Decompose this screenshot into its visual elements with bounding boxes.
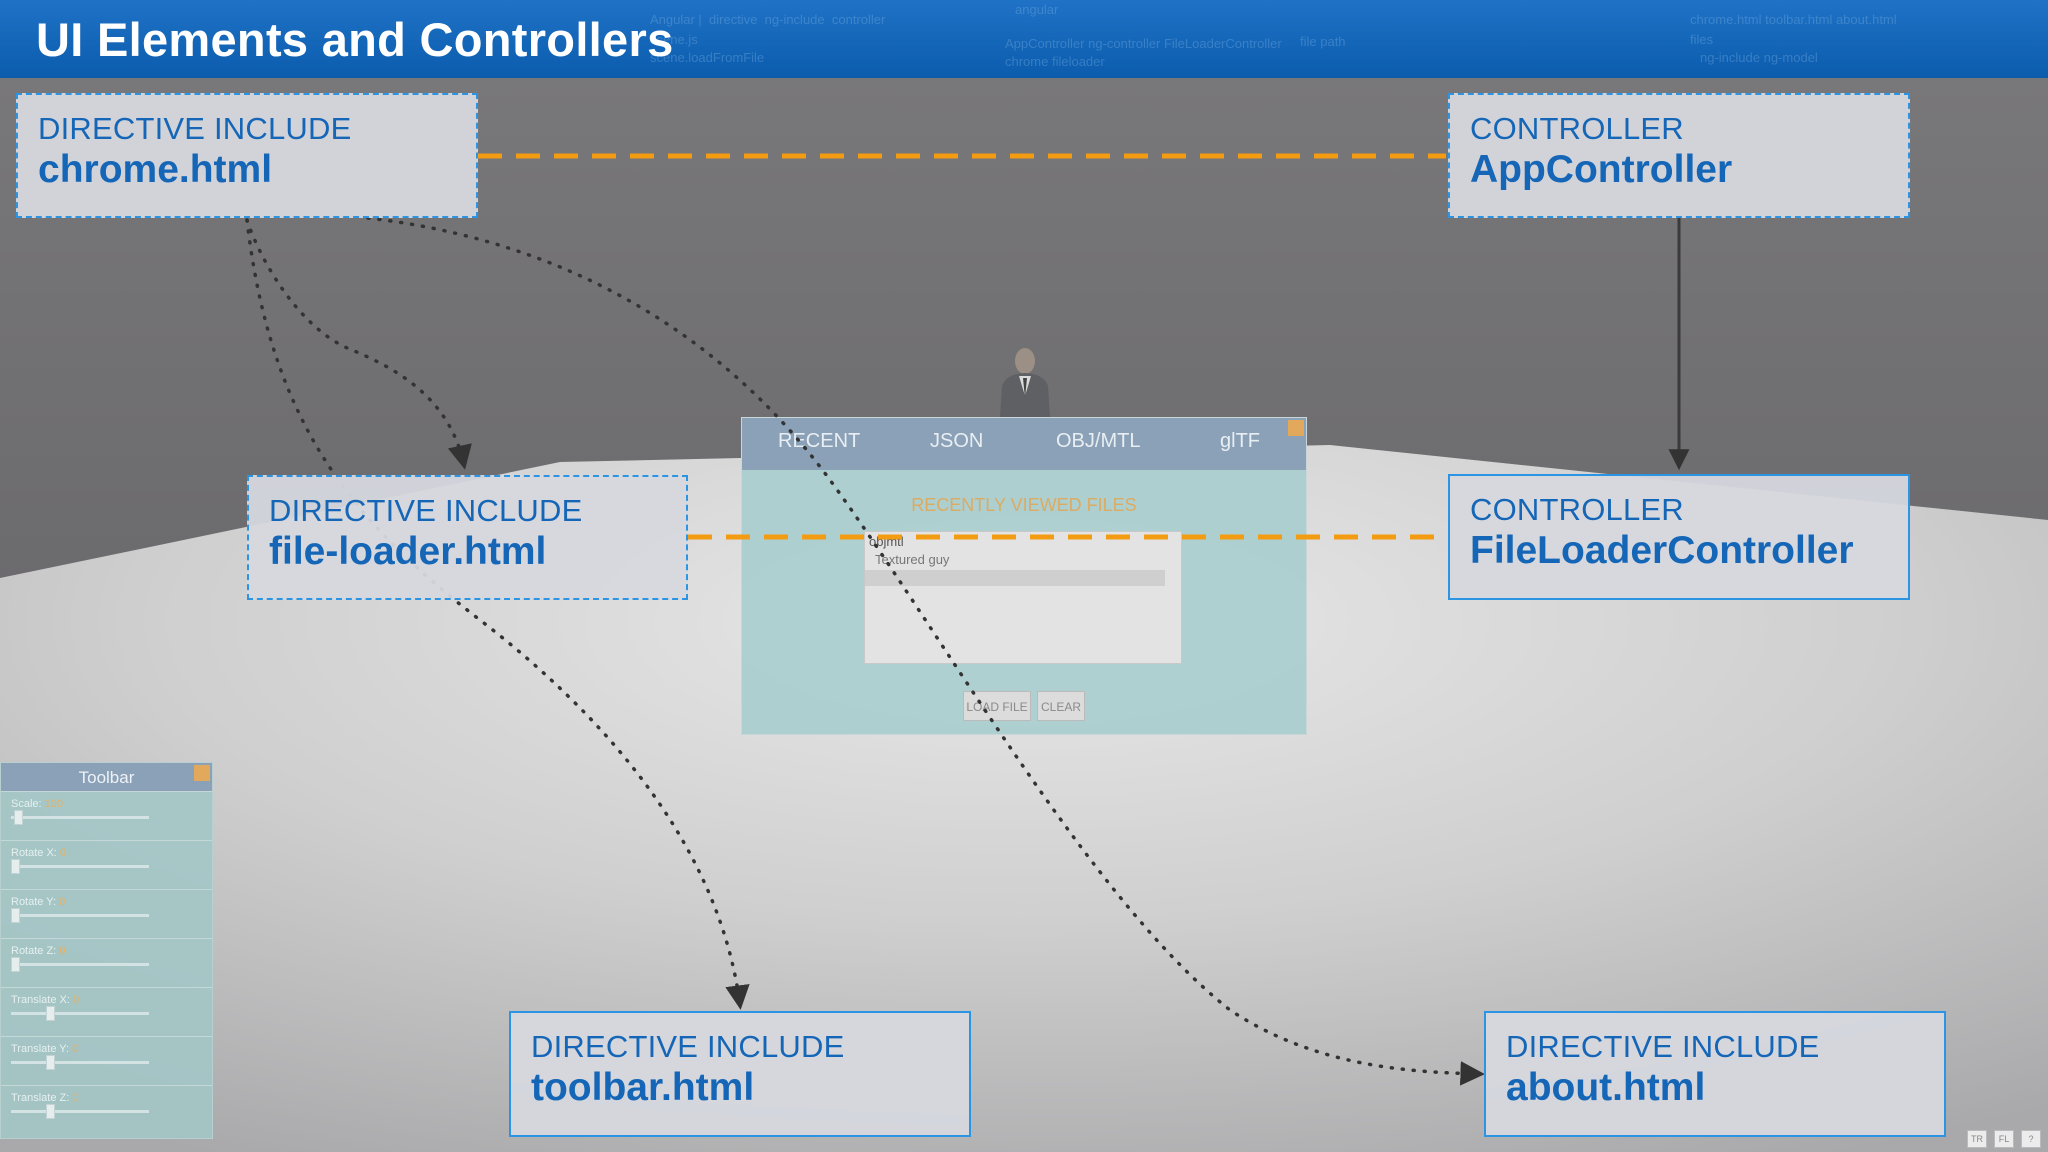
slider-label-text: Rotate X: [11,847,57,859]
slider-value: 0 [59,945,66,957]
box-name-label: chrome.html [38,148,273,191]
slider-thumb[interactable] [45,1055,55,1070]
toolbar-slider-row: Rotate X: 0 [1,840,212,889]
ghost-text: scene.js [650,32,698,47]
box-kind-label: CONTROLLER [1470,111,1684,146]
toolbar-slider-row: Rotate Z: 0 [1,938,212,987]
box-name-label: file-loader.html [269,530,547,573]
tab-obj-mtl[interactable]: OBJ/MTL [1056,430,1141,452]
slider-thumb[interactable] [45,1104,55,1119]
ghost-text: AppController ng-controller FileLoaderCo… [1005,36,1282,51]
slider-label: Rotate Z: 0 [11,945,65,957]
ghost-text: scene.loadFromFile [650,50,765,65]
ghost-text: angular [1015,2,1059,17]
ghost-text: ng-include ng-model [1700,50,1818,65]
slider-label: Scale: 100 [11,798,63,810]
file-loader-tabs: RECENT JSON OBJ/MTL glTF [742,418,1306,470]
toolbar-title: Toolbar [78,768,135,787]
slider-track[interactable] [11,963,149,966]
selected-row-highlight [865,570,1165,586]
corner-button[interactable]: TR [1967,1130,1987,1148]
toolbar-slider-row: Rotate Y: 0 [1,889,212,938]
slider-value: 0 [59,847,67,859]
box-file-loader-controller: CONTROLLER FileLoaderController [1448,474,1910,600]
slider-label-text: Scale: [11,798,42,810]
slider-track[interactable] [11,1110,149,1113]
slider-label: Translate Y: 0 [11,1043,78,1055]
slider-track[interactable] [11,816,149,819]
slide-title: UI Elements and Controllers [36,13,674,66]
human-figure-model [1000,348,1050,418]
box-kind-label: DIRECTIVE INCLUDE [1506,1029,1820,1064]
tab-gltf[interactable]: glTF [1220,430,1260,452]
slider-label: Translate Z: 0 [11,1092,78,1104]
box-name-label: FileLoaderController [1470,529,1854,572]
ghost-text: chrome.html toolbar.html about.html [1690,12,1897,27]
slider-value: 0 [72,1043,79,1055]
box-app-controller: CONTROLLER AppController [1448,93,1910,218]
slider-label-text: Translate Z: [11,1092,70,1104]
slider-track[interactable] [11,914,149,917]
box-kind-label: CONTROLLER [1470,492,1684,527]
slider-label-text: Rotate Y: [11,896,57,908]
tab-json[interactable]: JSON [930,430,984,452]
slider-track[interactable] [11,865,149,868]
box-kind-label: DIRECTIVE INCLUDE [38,111,352,146]
box-about-directive: DIRECTIVE INCLUDE about.html [1484,1011,1946,1137]
ghost-text: chrome fileloader [1005,54,1105,69]
slider-thumb[interactable] [11,908,20,923]
slider-track[interactable] [11,1061,149,1064]
slider-value: 0 [72,1092,79,1104]
ghost-text: file path [1300,34,1346,49]
toolbar-slider-row: Translate X: 0 [1,987,212,1036]
tab-recent[interactable]: RECENT [778,430,861,452]
clear-button[interactable]: CLEAR [1037,691,1085,721]
recent-files-list[interactable]: objmtl Textured guy [864,531,1182,664]
box-toolbar-directive: DIRECTIVE INCLUDE toolbar.html [509,1011,971,1137]
slider-label-text: Translate X: [11,994,70,1006]
slider-label: Rotate Y: 0 [11,896,65,908]
arrow-chrome-to-toolbar [245,218,750,1010]
slider-track[interactable] [11,1012,149,1015]
slider-label: Translate X: 0 [11,994,79,1006]
box-name-label: toolbar.html [531,1066,755,1109]
load-file-button[interactable]: LOAD FILE [963,691,1031,721]
corner-button[interactable]: ? [2021,1130,2041,1148]
recent-files-heading: RECENTLY VIEWED FILES [911,495,1137,515]
box-kind-label: DIRECTIVE INCLUDE [531,1029,845,1064]
box-kind-label: DIRECTIVE INCLUDE [269,493,583,528]
slider-thumb[interactable] [11,957,20,972]
ghost-text: files [1690,32,1714,47]
file-loader-panel: RECENT JSON OBJ/MTL glTF RECENTLY VIEWED… [741,417,1307,735]
slider-thumb[interactable] [13,810,23,825]
box-name-label: about.html [1506,1066,1706,1109]
slider-value: 100 [44,798,63,810]
toolbar-slider-row: Scale: 100 [1,791,212,840]
arrow-chrome-to-about [366,216,1485,1086]
toolbar-slider-row: Translate Z: 0 [1,1085,212,1134]
slider-thumb[interactable] [45,1006,55,1021]
slider-label-text: Rotate Z: [11,945,57,957]
arrow-chrome-to-fileloader [245,218,472,470]
box-file-loader-directive: DIRECTIVE INCLUDE file-loader.html [247,475,688,600]
slider-thumb[interactable] [11,859,20,874]
slider-label: Rotate X: 0 [11,847,66,859]
toolbar-slider-row: Translate Y: 0 [1,1036,212,1085]
box-name-label: AppController [1470,148,1733,191]
title-bar: Angular | directive ng-include controlle… [0,0,2048,78]
close-icon[interactable] [1288,420,1304,436]
corner-button[interactable]: FL [1994,1130,2014,1148]
slider-value: 0 [72,994,80,1006]
slider-label-text: Translate Y: [11,1043,70,1055]
ghost-text: Angular | directive ng-include controlle… [650,12,886,27]
close-icon[interactable] [194,765,210,781]
slider-value: 0 [59,896,66,908]
toolbar-header: Toolbar [1,763,212,791]
box-chrome-directive: DIRECTIVE INCLUDE chrome.html [16,93,478,218]
list-item[interactable]: Textured guy [875,552,950,567]
